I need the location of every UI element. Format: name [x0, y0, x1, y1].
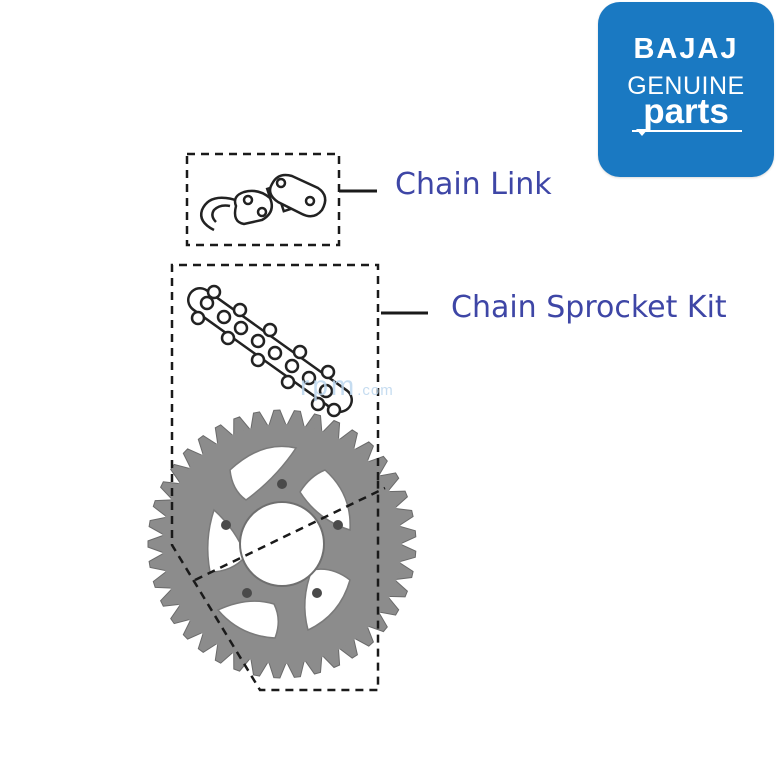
logo-genuine-text: GENUINE	[627, 72, 745, 100]
logo-brand-text: BAJAJ	[633, 33, 739, 65]
chain-link-box	[185, 152, 341, 247]
bajaj-genuine-parts-logo: BAJAJ GENUINE parts	[598, 2, 774, 177]
watermark: rpm.com	[300, 370, 394, 402]
chain-sprocket-kit-label: Chain Sprocket Kit	[451, 290, 727, 325]
watermark-main: rpm	[300, 370, 358, 401]
logo-underline-notch	[636, 129, 648, 136]
logo-underline	[632, 130, 742, 132]
chain-sprocket-kit-box	[170, 263, 386, 692]
logo-parts-text: parts	[643, 92, 729, 131]
roller-chain-icon	[187, 284, 353, 418]
chain-link-label: Chain Link	[395, 167, 552, 202]
watermark-suffix: .com	[357, 382, 394, 399]
sprocket-icon	[147, 409, 417, 679]
chain-link-parts-icon	[200, 173, 327, 232]
